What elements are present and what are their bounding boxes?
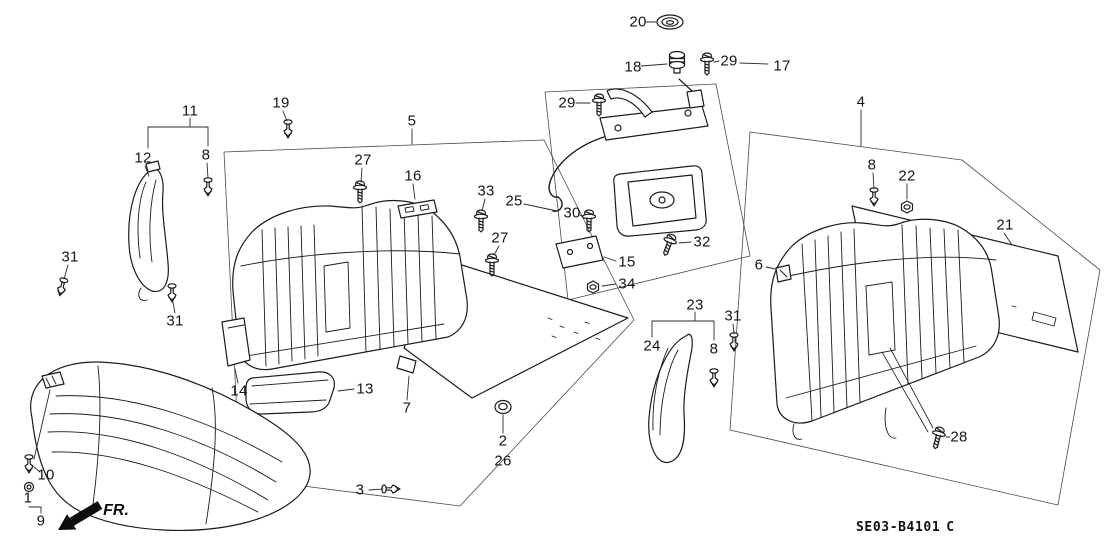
grommet-icon (656, 14, 684, 30)
callout-19: 19 (272, 94, 290, 112)
callout-34: 34 (618, 275, 636, 293)
callout-21: 21 (996, 216, 1014, 234)
push-clip-icon (203, 177, 213, 197)
callout-3: 3 (355, 481, 365, 499)
drawing-code: SE03-B4101 C (856, 520, 955, 535)
callout-4: 4 (856, 93, 866, 111)
right-seatback-pleats (801, 224, 965, 421)
armrest-drawing (245, 371, 335, 415)
cushion-strap (41, 371, 65, 389)
callout-10: 10 (37, 466, 55, 484)
callout-6: 6 (754, 256, 764, 274)
right-seatback-drawing (770, 218, 1000, 440)
enclosure-group-4 (729, 131, 1101, 506)
callout-31-b: 31 (166, 312, 184, 330)
latch-base-plate (599, 105, 709, 141)
callout-30: 30 (563, 204, 581, 222)
push-clip-icon (729, 332, 739, 352)
callout-33: 33 (477, 182, 495, 200)
right-bolster-drawing (648, 333, 693, 464)
callout-8-a: 8 (201, 146, 211, 164)
latch-upright (686, 89, 705, 109)
cushion-seams (47, 365, 283, 525)
callout-8-c: 8 (709, 340, 719, 358)
screw-icon (352, 180, 368, 204)
left-bolster-drawing (128, 160, 169, 301)
callout-12: 12 (134, 149, 152, 167)
callout-25: 25 (505, 192, 523, 210)
callout-13: 13 (356, 380, 374, 398)
push-clip-icon (55, 276, 69, 298)
hinge-cover-drawing (221, 317, 251, 367)
callout-23: 23 (686, 296, 704, 314)
nut-icon (586, 280, 600, 294)
push-clip-icon (283, 119, 293, 139)
striker-tray (613, 165, 707, 237)
callout-31-a: 31 (61, 248, 79, 266)
callout-17: 17 (773, 57, 791, 75)
lock-cylinder-icon (668, 50, 686, 74)
callout-31-c: 31 (724, 307, 742, 325)
callout-28: 28 (950, 428, 968, 446)
drawing-code-suffix: C (946, 520, 955, 535)
drawing-code-number: SE03-B4101 (856, 520, 941, 535)
latch-lever (606, 88, 653, 118)
nut-icon (900, 200, 914, 214)
plug-grommet-icon (494, 399, 512, 415)
screw-icon (473, 209, 489, 233)
fr-label: FR. (103, 502, 129, 519)
callout-2: 2 (498, 432, 508, 450)
callout-20: 20 (629, 13, 647, 31)
callout-29-a: 29 (720, 52, 738, 70)
seat-cushion-drawing (30, 361, 311, 531)
center-seatback-drawing (232, 199, 468, 371)
callout-15: 15 (618, 253, 636, 271)
fr-direction-arrow (58, 501, 103, 530)
release-cable (548, 136, 605, 198)
push-clip-icon (167, 283, 177, 303)
callout-29-b: 29 (558, 94, 576, 112)
callout-9: 9 (36, 512, 46, 530)
callout-26: 26 (494, 452, 512, 470)
push-clip-icon (381, 484, 401, 494)
push-clip-icon (869, 187, 879, 207)
callout-11: 11 (181, 102, 199, 120)
callout-1: 1 (23, 489, 33, 507)
latch-plate-15 (555, 235, 604, 269)
screw-icon (591, 93, 607, 117)
leader-lines (28, 21, 1013, 514)
screw-icon (699, 52, 715, 76)
enclosure-group-25 (544, 83, 751, 301)
callout-5: 5 (407, 112, 417, 130)
callout-24: 24 (643, 337, 661, 355)
latch-assembly-drawing (548, 78, 709, 269)
push-clip-icon (709, 368, 719, 388)
push-clip-icon (24, 454, 34, 474)
board-bracket-7 (396, 355, 417, 374)
center-seatback-pleats (261, 205, 437, 367)
callout-22: 22 (898, 167, 916, 185)
callout-16: 16 (404, 167, 422, 185)
callout-8-b: 8 (867, 156, 877, 174)
callout-27-a: 27 (354, 151, 372, 169)
callout-7: 7 (402, 399, 412, 417)
callout-27-b: 27 (491, 229, 509, 247)
callout-14: 14 (230, 382, 248, 400)
callout-18: 18 (624, 58, 642, 76)
screw-icon (658, 231, 680, 259)
screw-icon (928, 425, 948, 451)
callout-32: 32 (693, 233, 711, 251)
